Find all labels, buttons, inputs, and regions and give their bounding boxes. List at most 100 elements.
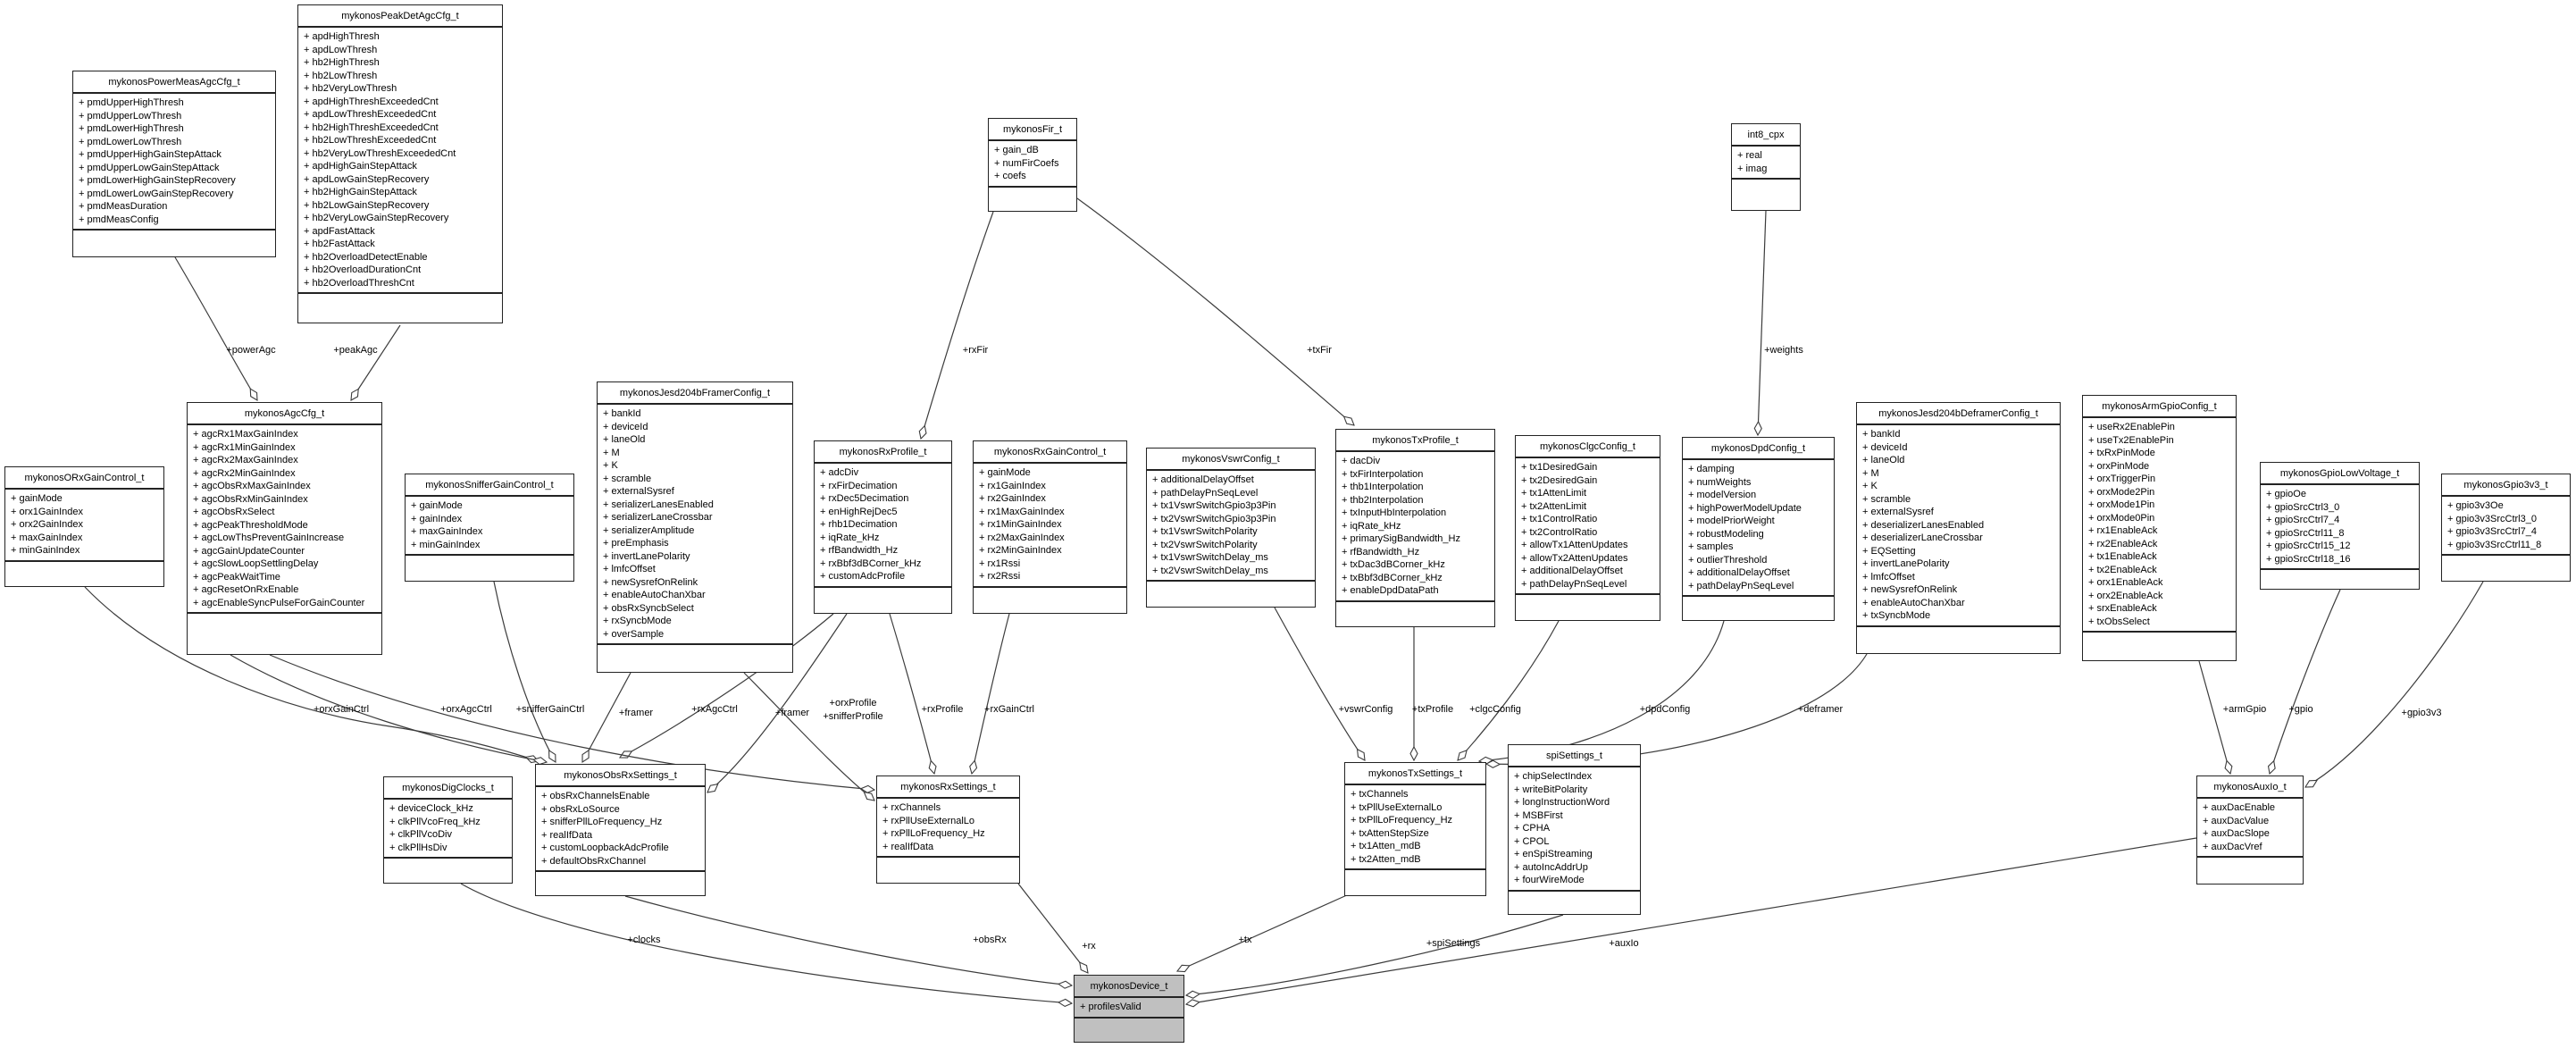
attribute: + txObsSelect	[2088, 616, 2150, 627]
edge-rxProfile	[889, 613, 934, 774]
class-title: mykonosORxGainControl_t	[5, 467, 163, 490]
attribute: + pmdLowerLowGainStepRecovery	[79, 188, 234, 199]
attribute: + numFirCoefs	[994, 157, 1059, 169]
class-box-obs-rx-settings[interactable]: mykonosObsRxSettings_t+ obsRxChannelsEna…	[535, 764, 706, 896]
attribute: + hb2LowThreshExceededCnt	[304, 135, 437, 146]
attribute: + overSample	[603, 628, 665, 640]
edge-label-dpdConfig: +dpdConfig	[1640, 704, 1691, 715]
attribute: + agcRx2MinGainIndex	[193, 467, 296, 479]
class-box-int8-cpx[interactable]: int8_cpx+ real+ imag	[1731, 123, 1801, 211]
attribute: + rxChannels	[882, 802, 941, 813]
attribute: + additionalDelayOffset	[1152, 474, 1254, 485]
class-title: mykonosVswrConfig_t	[1147, 449, 1315, 471]
class-box-device[interactable]: mykonosDevice_t+ profilesValid	[1074, 975, 1184, 1043]
attribute: + gpioSrcCtrl7_4	[2266, 515, 2340, 525]
class-box-spi-settings[interactable]: spiSettings_t+ chipSelectIndex+ writeBit…	[1508, 744, 1641, 915]
attribute: + iqRate_kHz	[1342, 520, 1401, 532]
class-methods-empty	[1509, 889, 1640, 915]
attribute: + rx2GainIndex	[979, 493, 1046, 504]
attribute: + tx2VswrSwitchDelay_ms	[1152, 565, 1268, 576]
attribute: + orxMode1Pin	[2088, 499, 2155, 510]
attribute: + CPOL	[1514, 835, 1550, 847]
class-box-jesd204b-deframer-config[interactable]: mykonosJesd204bDeframerConfig_t+ bankId+…	[1856, 402, 2061, 654]
class-box-sniffer-gain-control[interactable]: mykonosSnifferGainControl_t+ gainMode+ g…	[405, 474, 574, 582]
attribute: + rxFirDecimation	[820, 480, 898, 491]
class-box-peak-det-agc-cfg[interactable]: mykonosPeakDetAgcCfg_t+ apdHighThresh+ a…	[297, 4, 503, 323]
class-box-rx-profile[interactable]: mykonosRxProfile_t+ adcDiv+ rxFirDecimat…	[814, 440, 952, 614]
attribute: + rxSyncbMode	[603, 616, 672, 626]
class-box-rx-gain-control[interactable]: mykonosRxGainControl_t+ gainMode+ rx1Gai…	[973, 440, 1127, 614]
class-box-tx-profile[interactable]: mykonosTxProfile_t+ dacDiv+ txFirInterpo…	[1335, 429, 1495, 627]
attribute: + laneOld	[1862, 455, 1905, 465]
class-title: mykonosArmGpioConfig_t	[2083, 396, 2236, 418]
attribute: + apdLowGainStepRecovery	[304, 173, 430, 185]
attribute: + deviceClock_kHz	[389, 803, 473, 814]
attribute: + modelPriorWeight	[1688, 516, 1775, 526]
attribute: + agcPeakWaitTime	[193, 571, 280, 583]
class-box-orx-gain-control[interactable]: mykonosORxGainControl_t+ gainMode+ orx1G…	[4, 466, 164, 587]
attribute: + preEmphasis	[603, 538, 669, 549]
edge-label-weights: +weights	[1764, 345, 1803, 356]
attribute: + useTx2EnablePin	[2088, 434, 2174, 446]
class-box-vswr-config[interactable]: mykonosVswrConfig_t + additionalDelayOffs…	[1146, 448, 1316, 608]
attribute: + rx1GainIndex	[979, 480, 1046, 491]
edge-clocks	[460, 883, 1072, 1003]
class-attributes: + chipSelectIndex+ writeBitPolarity+ lon…	[1509, 767, 1640, 890]
edge-rxGainCtrl	[972, 613, 1010, 774]
attribute: + snifferPllLoFrequency_Hz	[541, 817, 663, 827]
edge-vswrConfig	[1274, 607, 1365, 760]
attribute: + robustModeling	[1688, 528, 1764, 540]
class-box-clgc-config[interactable]: mykonosClgcConfig_t+ tx1DesiredGain+ tx2…	[1515, 435, 1660, 621]
attribute: + longInstructionWord	[1514, 797, 1610, 808]
class-attributes: + dacDiv+ txFirInterpolation+ thb1Interp…	[1336, 452, 1494, 600]
class-box-gpio3v3[interactable]: mykonosGpio3v3_t+ gpio3v3Oe+ gpio3v3SrcC…	[2441, 474, 2571, 582]
attribute: + auxDacVref	[2203, 841, 2262, 852]
edge-label-rxFir: +rxFir	[963, 345, 989, 356]
attribute: + realIfData	[882, 841, 934, 852]
attribute: + pmdUpperLowThresh	[79, 110, 182, 122]
attribute: + scramble	[603, 473, 652, 484]
attribute: + imag	[1737, 163, 1768, 174]
class-title: mykonosFir_t	[989, 119, 1076, 141]
class-attributes: + gainMode+ orx1GainIndex+ orx2GainIndex…	[5, 490, 163, 560]
class-box-jesd204b-framer-config[interactable]: mykonosJesd204bFramerConfig_t+ bankId+ d…	[597, 381, 793, 673]
edge-label-vswrConfig: +vswrConfig	[1339, 704, 1393, 715]
class-title: mykonosClgcConfig_t	[1516, 436, 1660, 458]
attribute: + rx1MaxGainIndex	[979, 506, 1065, 517]
class-attributes: + adcDiv+ rxFirDecimation+ rxDec5Decimat…	[815, 464, 951, 586]
attribute: + externalSysref	[1862, 507, 1934, 517]
edge-label-rxAgcCtrl: +rxAgcCtrl	[691, 704, 738, 715]
class-box-gpio-low-voltage[interactable]: mykonosGpioLowVoltage_t+ gpioOe+ gpioSrc…	[2260, 462, 2420, 590]
attribute: + deserializerLanesEnabled	[1862, 519, 1985, 531]
attribute: + apdHighThresh	[304, 31, 380, 42]
class-attributes: + gpio3v3Oe+ gpio3v3SrcCtrl3_0+ gpio3v3S…	[2442, 497, 2570, 554]
attribute: + customLoopbackAdcProfile	[541, 843, 669, 853]
class-box-fir[interactable]: mykonosFir_t+ gain_dB+ numFirCoefs+ coef…	[988, 118, 1077, 212]
attribute: + laneOld	[603, 434, 646, 445]
class-box-arm-gpio-config[interactable]: mykonosArmGpioConfig_t+ useRx2EnablePin+…	[2082, 395, 2237, 661]
class-methods-empty	[1683, 595, 1834, 620]
class-methods-empty	[1732, 178, 1800, 210]
attribute: + customAdcProfile	[820, 571, 906, 582]
attribute: + txRxPinMode	[2088, 448, 2155, 458]
class-box-agc-cfg[interactable]: mykonosAgcCfg_t+ agcRx1MaxGainIndex+ agc…	[187, 402, 382, 655]
class-box-dpd-config[interactable]: mykonosDpdConfig_t+ damping+ numWeights+…	[1682, 437, 1835, 621]
class-box-power-meas-agc-cfg[interactable]: mykonosPowerMeasAgcCfg_t+ pmdUpperHighTh…	[72, 71, 276, 257]
edge-label-snifferGainCtrl: +snifferGainCtrl	[516, 704, 585, 715]
attribute: + tx2DesiredGain	[1521, 474, 1598, 486]
class-box-dig-clocks[interactable]: mykonosDigClocks_t+ deviceClock_kHz+ clk…	[383, 776, 513, 884]
class-box-rx-settings[interactable]: mykonosRxSettings_t+ rxChannels+ rxPllUs…	[876, 776, 1020, 884]
class-attributes: + bankId+ deviceId+ laneOld+ M+ K+ scram…	[1857, 425, 2060, 625]
attribute: + txPllUseExternalLo	[1351, 801, 1443, 813]
edge-powerAgc	[174, 256, 257, 400]
class-box-tx-settings[interactable]: mykonosTxSettings_t+ txChannels+ txPllUs…	[1344, 762, 1486, 896]
attribute: + numWeights	[1688, 476, 1752, 488]
edge-label-peakAgc: +peakAgc	[333, 345, 378, 356]
attribute: + maxGainIndex	[411, 526, 483, 537]
edge-label-snifferProfile: +snifferProfile	[823, 711, 882, 722]
edge-label-orxGainCtrl: +orxGainCtrl	[314, 704, 369, 715]
attribute: + deviceId	[603, 421, 648, 432]
class-box-aux-io[interactable]: mykonosAuxIo_t+ auxDacEnable+ auxDacValu…	[2196, 776, 2304, 885]
attribute: + rfBandwidth_Hz	[1342, 546, 1420, 558]
attribute: + gpioSrcCtrl18_16	[2266, 553, 2351, 565]
